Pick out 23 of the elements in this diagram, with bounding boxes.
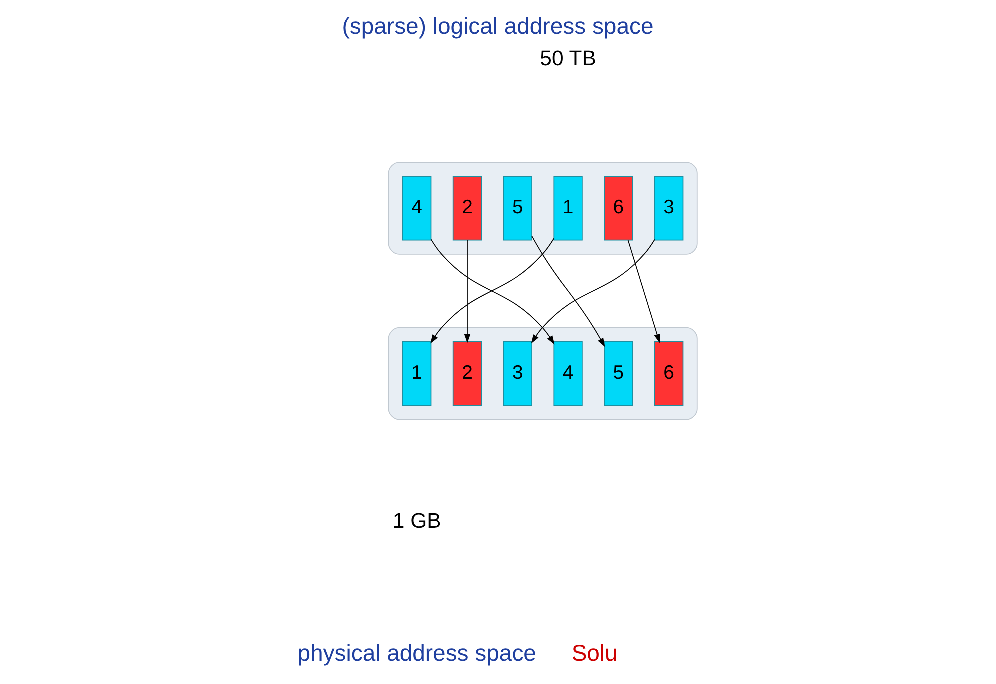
node-box: 3 bbox=[654, 176, 684, 241]
label: physical address space bbox=[298, 640, 536, 666]
node-box: 2 bbox=[452, 176, 482, 241]
arrow bbox=[531, 239, 656, 344]
node-box: 4 bbox=[554, 342, 583, 406]
node-box: 5 bbox=[503, 176, 532, 241]
node-box: 2 bbox=[452, 342, 482, 406]
cluster bbox=[388, 162, 698, 255]
node-box: 6 bbox=[604, 176, 634, 241]
label: 1 GB bbox=[392, 510, 442, 533]
cluster bbox=[388, 327, 698, 420]
node-box: 5 bbox=[604, 342, 634, 406]
node-box: 6 bbox=[654, 342, 684, 406]
node-box: 1 bbox=[554, 176, 583, 241]
label: 50 TB bbox=[540, 47, 596, 70]
node-box: 3 bbox=[503, 342, 532, 406]
arrow bbox=[464, 240, 471, 344]
diagram-title: (sparse) logical address space bbox=[342, 13, 654, 40]
arrow bbox=[628, 240, 660, 344]
node-box: 1 bbox=[402, 342, 432, 406]
node-box: 4 bbox=[402, 176, 432, 241]
label: Solu bbox=[572, 640, 618, 666]
arrow bbox=[532, 236, 606, 348]
